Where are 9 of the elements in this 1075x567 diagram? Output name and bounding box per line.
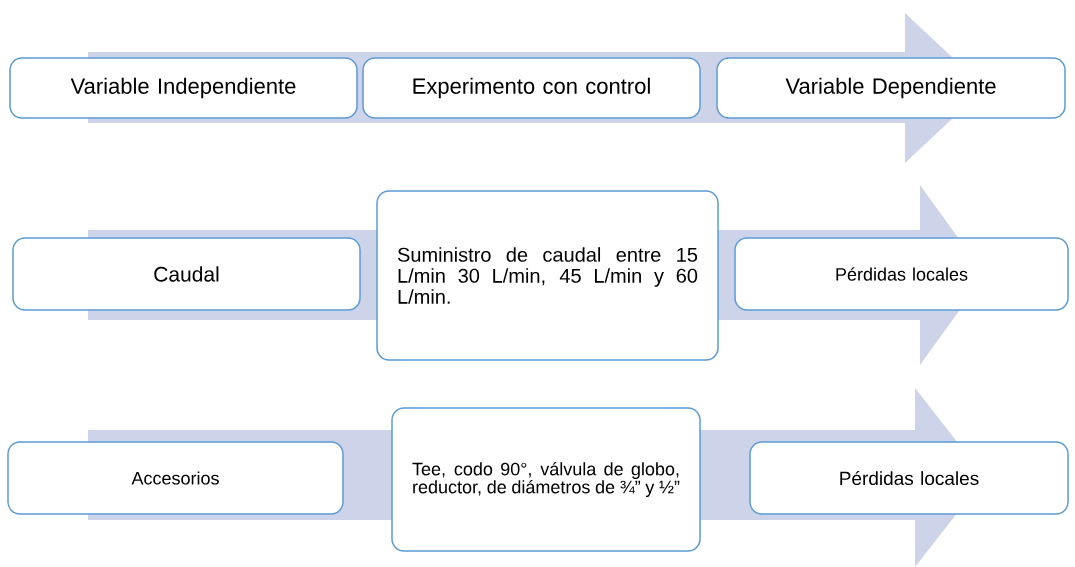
process-box: Pérdidas locales [734,237,1069,311]
process-box: Suministro de caudal entre 15 L/min 30 L/min, 45 L/min y 60 L/min. [376,190,719,361]
process-box: Pérdidas locales [749,441,1069,515]
process-box: Accesorios [7,441,344,515]
process-box: Variable Independiente [9,57,358,119]
process-box: Tee, codo 90°, válvula de globo, reductor, de diámetros de ¾” y ½” [391,407,701,552]
process-box: Caudal [12,237,361,311]
process-box: Experimento con control [362,57,701,119]
process-box: Variable Dependiente [716,57,1066,119]
